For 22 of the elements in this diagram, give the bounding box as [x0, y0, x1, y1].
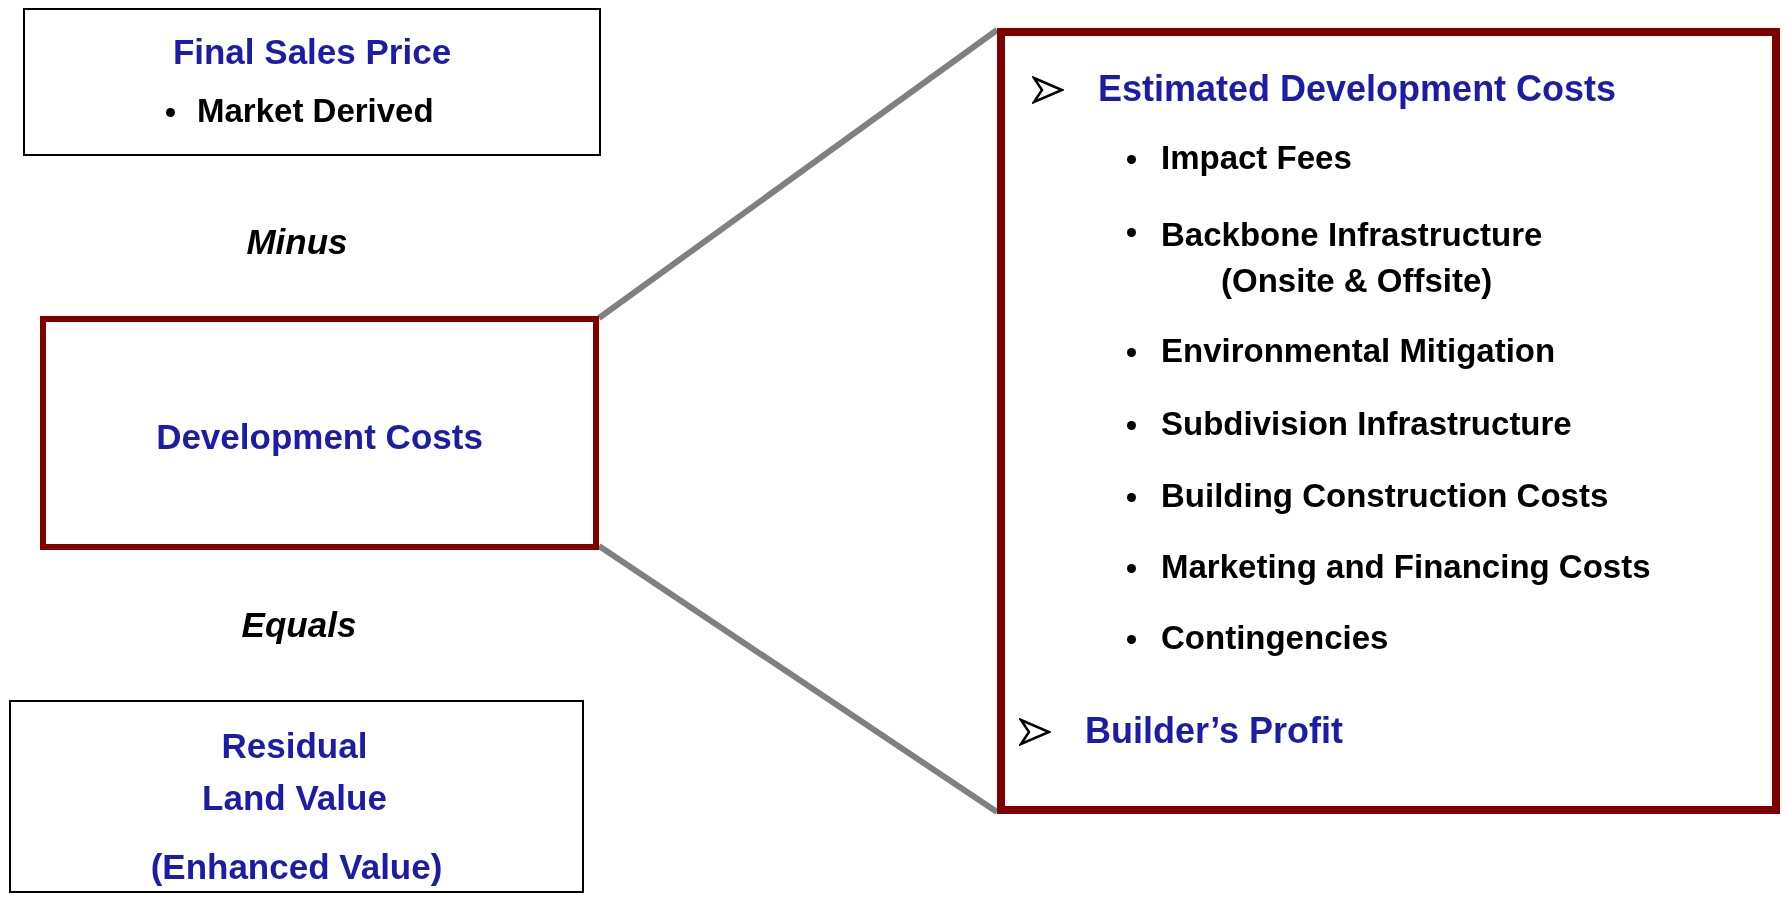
bullet-text: Marketing and Financing Costs	[1161, 548, 1651, 586]
heading-text: Builder’s Profit	[1085, 710, 1344, 752]
bullet-text: Impact Fees	[1161, 139, 1352, 177]
heading-text: Final Sales Price	[171, 32, 453, 72]
bullet-text: Environmental Mitigation	[1161, 332, 1556, 370]
bullet-text: Building Construction Costs	[1161, 477, 1609, 515]
heading-text: Estimated Development Costs	[1098, 68, 1617, 110]
bullet-text: Backbone Infrastructure (Onsite & Offsite)	[1161, 215, 1544, 301]
heading-text: Development Costs	[155, 417, 484, 457]
heading-text: (Enhanced Value)	[149, 847, 444, 887]
connector-line	[597, 27, 999, 321]
operator-text: Equals	[241, 605, 357, 645]
bullet-text: Contingencies	[1161, 619, 1389, 657]
text-box	[23, 8, 601, 156]
bullet-text: Subdivision Infrastructure	[1161, 405, 1572, 443]
text-box	[9, 700, 584, 893]
connector-line	[597, 543, 999, 815]
highlighted-box	[40, 316, 599, 550]
heading-text: Residual Land Value	[201, 725, 388, 819]
highlighted-box	[997, 28, 1780, 814]
operator-text: Minus	[246, 222, 348, 262]
bullet-text: Market Derived	[197, 92, 434, 130]
